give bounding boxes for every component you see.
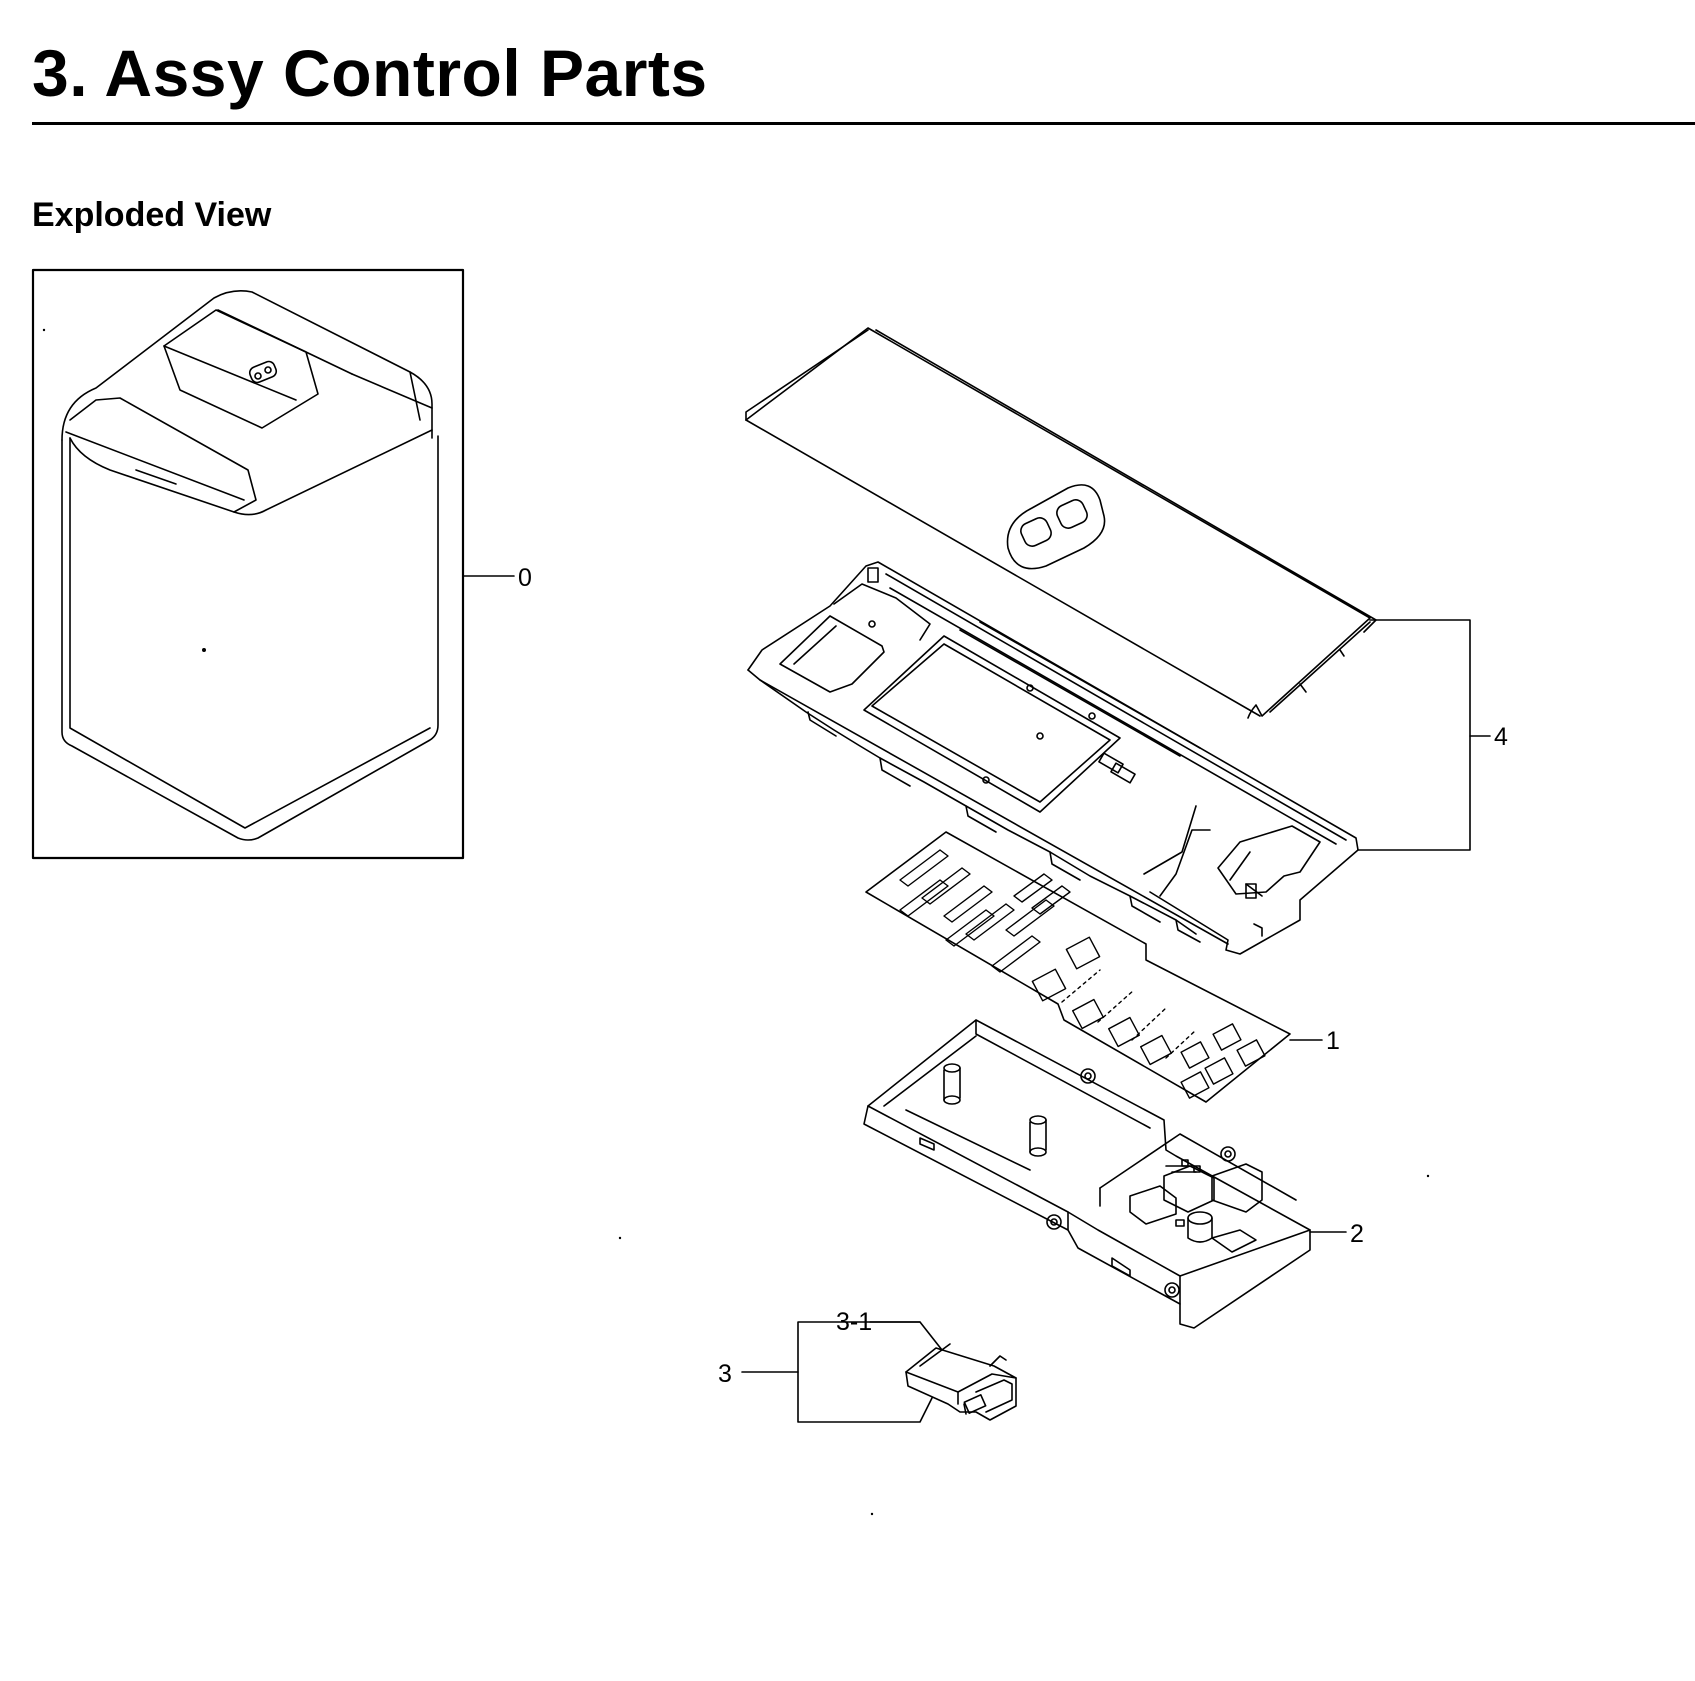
callout-1: 1	[1326, 1027, 1340, 1055]
control-panel-frame	[747, 561, 1359, 955]
washer-cabinet	[61, 435, 439, 841]
sensor-assembly	[905, 1343, 1017, 1421]
callout-3: 3	[718, 1360, 732, 1388]
keypad-key-grid	[899, 849, 1266, 1099]
leader-3-bracket	[797, 1321, 933, 1423]
control-panel-cover	[745, 327, 1377, 719]
cover-knob-recess	[1006, 484, 1106, 570]
callout-0: 0	[518, 564, 532, 592]
callout-4: 4	[1494, 723, 1508, 751]
leader-3-1	[869, 1321, 943, 1351]
leader-4-bracket	[1357, 619, 1471, 851]
leader-lines	[463, 575, 1491, 1423]
page-title: 3. Assy Control Parts	[32, 36, 708, 110]
washer-button-icon	[248, 360, 278, 384]
frame-window	[863, 635, 1121, 813]
washer-overview	[31, 268, 465, 860]
title-divider	[32, 122, 1695, 125]
pcb-housing	[863, 1019, 1311, 1329]
washer-control-panel	[163, 309, 319, 429]
callout-3-1: 3-1	[836, 1308, 872, 1336]
pcb-relay	[1211, 1163, 1263, 1213]
section-title: Exploded View	[32, 196, 272, 234]
washer-lid	[61, 290, 433, 441]
membrane-keypad	[865, 831, 1291, 1103]
callout-2: 2	[1350, 1220, 1364, 1248]
overview-frame	[31, 268, 465, 860]
